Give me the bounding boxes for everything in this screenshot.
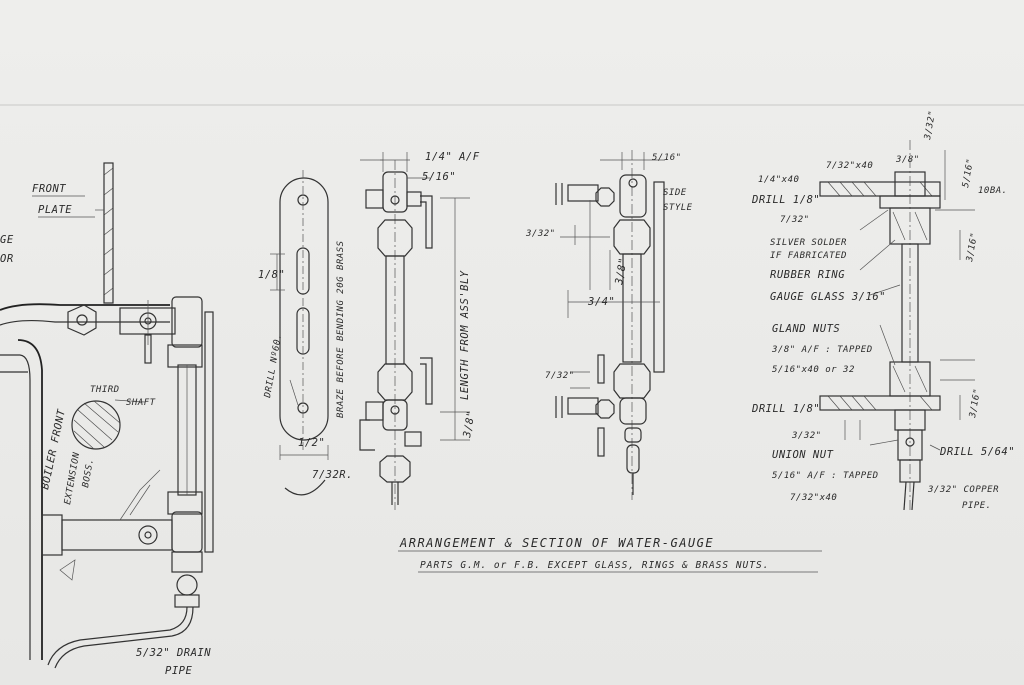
drawing-title: ARRANGEMENT & SECTION OF WATER-GAUGE [399,536,714,550]
drain-pipe-label-line1: 5/32" DRAIN [136,647,211,659]
drawing-subtitle: PARTS G.M. or F.B. EXCEPT GLASS, RINGS &… [420,560,769,571]
third-shaft-label-line2: SHAFT [126,398,156,408]
side-dim-516: 5/16" [652,153,682,163]
section-dim-732: 7/32" [780,215,810,225]
boiler-front-label: BOILER FRONT [39,408,68,491]
plate-braze-note: BRAZE BEFORE BENDING 20G BRASS [336,240,346,418]
plate-drill-label: DRILL Nº60. [263,333,284,400]
section-dim-40: 1/4"x40 [758,175,799,185]
gauge-glass-label: GAUGE GLASS 3/16" [770,291,886,303]
drain-pipe-label-line2: PIPE [165,665,192,677]
section-dim-316: 3/16" [965,232,980,264]
front-dim-38: 3/8" [461,410,478,440]
union-nut-line2: 5/16" A/F : TAPPED [772,471,879,481]
section-dim-332: 3/32" [791,431,822,441]
bottom-gland-nut [377,363,413,401]
front-plate [103,162,114,304]
guard-plate [279,177,329,441]
gauge-front-view: 1/4" A/F 5/16" LENGTH FROM ASS'BLY 3/8" [359,151,480,510]
section-dim-top1: 3/32" [923,110,938,142]
drawing-caption: ARRANGEMENT & SECTION OF WATER-GAUGE PAR… [398,536,822,573]
copper-pipe-line1: 3/32" COPPER [927,485,999,495]
side-label-line1: SIDE [663,188,687,198]
plate-dim-width: 1/2" [298,437,325,449]
section-dim-top2: 3/8" [895,155,920,165]
silver-solder-line1: SILVER SOLDER [770,238,847,248]
rubber-ring-label: RUBBER RING [770,269,845,281]
section-ba-label: 10BA. [978,186,1008,196]
plate-radius-label: 7/32R. [312,469,353,481]
union-nut-line3: 7/32"x40 [790,493,837,503]
plate-dim-height: 1/8" [258,269,285,281]
side-dim-38: 3/8" [613,257,630,287]
top-gland-nut [377,219,413,257]
extension-label: EXTENSION [63,451,82,505]
section-dim-732x40: 7/32"x40 [826,161,873,171]
front-dim-af: 1/4" A/F [425,151,480,163]
third-shaft-label-line1: THIRD [90,385,120,395]
section-dim-right: 5/16" [961,158,976,189]
third-shaft [71,400,121,450]
section-drill-mid: DRILL 1/8" [751,403,820,415]
extension-boss [41,514,63,556]
top-union-nut [67,304,97,336]
front-length-label: LENGTH FROM ASS'BLY [459,270,471,400]
front-plate-label-line2: PLATE [38,204,72,216]
union-nut-line1: UNION NUT [772,449,834,461]
gland-nuts-line2: 3/8" A/F : TAPPED [771,345,873,355]
front-dim-516: 5/16" [422,171,456,183]
section-view: 3/32" 3/8" 5/16" 1/4"x40 7/32"x40 10BA. … [751,110,1015,511]
side-dim-732: 7/32" [545,371,575,381]
guard-plate-view: 1/8" DRILL Nº60. 1/2" 7/32R. BRAZE BEFOR… [258,170,353,496]
silver-solder-line2: IF FABRICATED [770,251,847,261]
gland-nuts-line1: GLAND NUTS [772,323,840,335]
edge-label-line2: OR [0,253,14,265]
section-drill-top: DRILL 1/8" [751,194,820,206]
side-dim-332: 3/32" [525,229,556,239]
boiler-arrangement-view: FRONT PLATE GE OR THIRD SHAFT BOILER FRO… [0,162,214,677]
side-label-line2: STYLE [663,203,693,213]
front-plate-label-line1: FRONT [32,183,66,195]
gauge-side-view: 5/16" 3/32" 3/8" 3/4" 7/32" SIDE STYLE [525,150,693,500]
boss-label: BOSS. [81,458,96,489]
edge-label-line1: GE [0,234,14,246]
drain-pipe [47,606,188,666]
section-dim-right-mid: 3/16" [968,388,983,420]
side-dim-34: 3/4" [587,296,615,308]
gland-nuts-line3: 5/16"x40 or 32 [772,365,855,375]
section-drill-564: DRILL 5/64" [939,446,1015,458]
copper-pipe-line2: PIPE. [962,501,992,511]
